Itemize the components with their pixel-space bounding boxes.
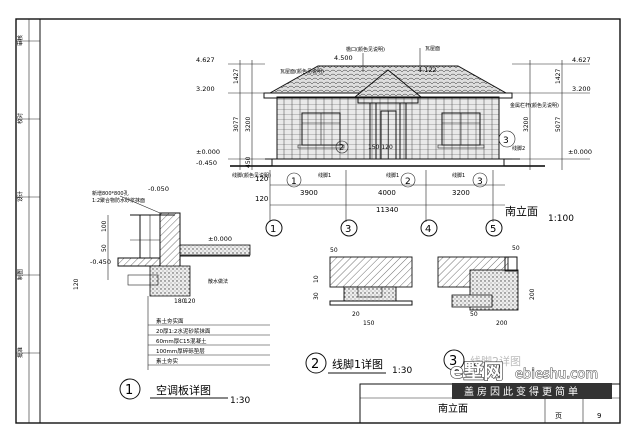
title-block-label: 南立面 (438, 402, 468, 415)
detail1-number: 1 (125, 383, 133, 398)
detail2-dim-5: 10 (313, 275, 320, 283)
note-tile-roof: 瓦屋面(颜色见说明) (280, 68, 324, 75)
detail1-note: 素土夯实面 (156, 317, 184, 325)
detail1-note: 素土夯实 (156, 357, 179, 365)
detail2-scale: 1:30 (392, 366, 412, 376)
stamp-label: 制图 (16, 269, 24, 281)
detail1-note: 20厚1:2水泥砂浆抹面 (156, 327, 211, 335)
left-dim-2: 3077 (233, 117, 240, 132)
detail1-dim-side-3: 120 (73, 278, 80, 290)
brick-wall (276, 96, 500, 160)
grid-label-3: 3 (345, 224, 351, 235)
note-line1a: 线脚1 (386, 172, 399, 179)
dim-window: 150 120 (368, 144, 393, 151)
svg-text:1: 1 (291, 177, 297, 187)
detail1-top-note: 新增800*800孔 (92, 190, 129, 197)
note-line2: 线脚2 (512, 145, 525, 152)
note-rail: 金属栏杆(颜色见说明) (510, 102, 559, 109)
stamp-label: 审核 (16, 35, 24, 47)
note-line: 线脚(颜色见说明) (232, 172, 271, 179)
elevation-title: 南立面 (505, 204, 538, 218)
dim-bottom-3: 3200 (452, 189, 470, 197)
grid-label-1: 1 (270, 224, 276, 235)
right-level-2: 3.200 (572, 85, 591, 93)
right-level-3: ±0.000 (568, 148, 592, 156)
window-left (297, 112, 345, 149)
detail-1-ac-slab: -0.050 ±0.000 -0.450 新增800*800孔 1:2聚合物防水… (73, 185, 270, 406)
detail2-dim-4: 30 (313, 292, 320, 300)
grid-label-4: 4 (425, 224, 431, 235)
elevation-scale: 1:100 (548, 214, 574, 224)
dim-bottom-2: 4000 (378, 189, 396, 197)
detail3-dim-3: 50 (470, 311, 478, 318)
left-dim-3: 3200 (245, 117, 252, 132)
left-level-2: 3.200 (196, 85, 215, 93)
detail1-top-note2: 1:2聚合物防水砂浆抹面 (92, 197, 145, 204)
page-number: 9 (597, 412, 601, 420)
watermark: e墅网 ebieshu.com 盖房因此变得更简单 (449, 358, 612, 399)
detail1-dim-bottom-1: 180 (174, 298, 186, 305)
right-dim-2: 5077 (555, 117, 562, 132)
detail3-dim-4: 200 (496, 320, 508, 327)
detail2-dim-3: 150 (363, 320, 375, 327)
detail1-tag: 散水做法 (208, 278, 228, 285)
left-level-3: ±0.000 (196, 148, 220, 156)
detail-2-moulding: 50 20 150 30 10 2 线脚1详图 1:30 (305, 247, 413, 376)
detail1-note: 100mm厚碎砾垫层 (156, 347, 205, 355)
grid-label-5: 5 (490, 224, 496, 235)
detail1-level-b: ±0.000 (208, 235, 232, 243)
detail2-dim-1: 50 (330, 247, 338, 254)
dim-top: 4.500 (334, 54, 353, 62)
svg-text:3: 3 (477, 177, 483, 187)
detail3-number: 3 (449, 354, 457, 369)
detail-3-moulding: 50 200 50 200 3 线脚2详图 (437, 245, 536, 371)
left-dim-4: 450 (245, 156, 252, 168)
note-roof: 瓦屋面 (425, 46, 440, 52)
detail1-dim-side-2: 50 (101, 244, 108, 252)
page-label: 页 (555, 412, 562, 420)
detail1-level-a: -0.050 (148, 185, 169, 193)
detail1-note: 60mm厚C15混凝土 (156, 337, 207, 345)
right-dim-1: 1427 (555, 69, 562, 84)
detail1-dim-side-1: 100 (101, 220, 108, 232)
window-right (437, 112, 485, 149)
stamp-label: 校对 (16, 113, 24, 125)
south-elevation: 120 120 3900 4000 3200 11340 1 3 4 5 1 2… (196, 46, 592, 237)
detail2-number: 2 (311, 357, 319, 372)
svg-text:120: 120 (255, 195, 268, 203)
left-level-1: 4.627 (196, 56, 215, 64)
dim-total: 11340 (376, 206, 398, 214)
note-eave: 檐口(颜色见说明) (346, 46, 385, 53)
detail1-dim-bottom-2: 120 (184, 298, 196, 305)
svg-text:3: 3 (503, 136, 509, 146)
note-line1b: 线脚1 (452, 172, 465, 179)
detail1-level-c: -0.450 (90, 258, 111, 266)
watermark-brand: e墅网 (450, 359, 504, 383)
detail1-title: 空调板详图 (156, 383, 211, 397)
svg-text:2: 2 (405, 177, 411, 187)
svg-text:2: 2 (339, 143, 344, 152)
stamp-label: 设计 (16, 191, 24, 203)
watermark-slogan: 盖房因此变得更简单 (464, 385, 581, 398)
left-level-4: -0.450 (196, 159, 217, 167)
svg-text:120: 120 (255, 175, 268, 183)
detail3-dim-1: 50 (512, 245, 520, 252)
note-line1c: 线脚1 (318, 172, 331, 179)
left-dim-1: 1427 (233, 69, 240, 84)
detail2-title: 线脚1详图 (332, 357, 383, 371)
right-level-1: 4.627 (572, 56, 591, 64)
right-dim-3: 3200 (523, 117, 530, 132)
stamp-label: 批准 (16, 347, 24, 359)
detail2-dim-2: 20 (352, 311, 360, 318)
watermark-url: ebieshu.com (515, 367, 598, 382)
detail3-title: 线脚2详图 (470, 354, 521, 368)
detail1-scale: 1:30 (230, 396, 250, 406)
dim-bottom-1: 3900 (300, 189, 318, 197)
dim-ridge: 4.122 (418, 66, 437, 74)
detail3-dim-2: 200 (529, 288, 536, 300)
